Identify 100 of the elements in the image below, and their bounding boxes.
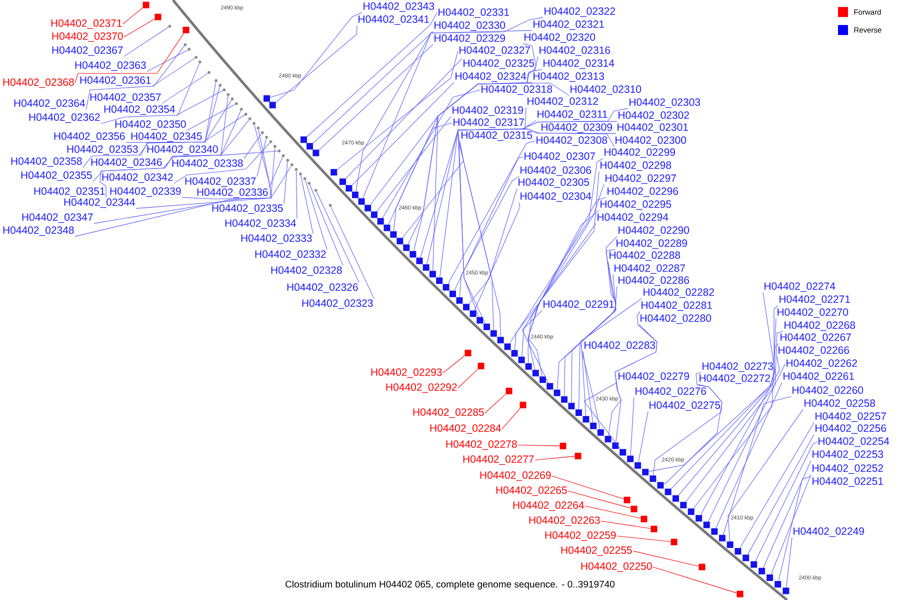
gene-label: H04402_02283 [584, 341, 656, 351]
leader-line [330, 206, 374, 299]
leader-line [376, 116, 452, 212]
gene-block [680, 502, 687, 508]
gene-label: H04402_02304 [520, 192, 592, 202]
gene-label: H04402_02357 [90, 93, 161, 103]
gene-block [630, 506, 638, 512]
gene-block [384, 224, 390, 232]
gene-label: H04402_02318 [482, 85, 552, 95]
gene-label: H04402_02306 [520, 166, 592, 176]
leader-line [522, 310, 548, 384]
gene-label: H04402_02325 [464, 59, 534, 69]
gene-block [154, 14, 162, 20]
leader-line [518, 444, 560, 446]
gene-block [370, 211, 378, 218]
gene-block [390, 231, 397, 238]
gene-block [358, 198, 365, 205]
gene-label: H04402_02270 [778, 308, 848, 318]
leader-line [708, 364, 786, 522]
gene-block [182, 26, 190, 34]
leader-line [582, 351, 594, 423]
leader-line [162, 120, 250, 169]
gene-label: H04402_02333 [241, 234, 312, 244]
leader-line [630, 397, 634, 456]
leader-line [474, 202, 520, 310]
leader-line [502, 408, 520, 430]
leader-line [176, 90, 223, 116]
gene-block [719, 534, 726, 542]
gene-label: H04402_02253 [812, 450, 884, 460]
gene-block [497, 336, 504, 344]
leader-line [664, 384, 722, 484]
gene-label: H04402_02260 [792, 386, 864, 396]
gene-block [506, 388, 512, 394]
gene-block [574, 452, 582, 460]
leader-line [442, 356, 465, 374]
gene-label: H04402_02362 [29, 113, 100, 123]
gene-block [352, 192, 358, 198]
gene-block [463, 304, 470, 310]
gene-label: H04402_02324 [456, 72, 526, 82]
gene-label: H04402_02300 [616, 136, 686, 146]
gene-label: H04402_02271 [780, 295, 850, 305]
leader-line [100, 110, 241, 198]
gene-block [470, 310, 476, 317]
gene-label: H04402_02361 [80, 76, 151, 86]
leader-line [420, 107, 526, 258]
leader-line [268, 156, 283, 188]
gene-label: H04402_02336 [197, 188, 268, 198]
gene-block [612, 442, 619, 449]
leader-line [310, 184, 344, 266]
gene-label: H04402_02273 [702, 362, 774, 372]
gene-block [650, 475, 656, 482]
gene-label: H04402_02355 [21, 171, 92, 181]
leader-line [312, 31, 434, 144]
gene-label: H04402_02353 [67, 145, 138, 155]
gene-block [560, 396, 568, 403]
gene-block [518, 356, 525, 364]
leader-line [770, 474, 812, 575]
leader-line [778, 476, 812, 582]
leader-line [528, 223, 596, 376]
gene-block [774, 581, 782, 588]
gene-label: H04402_02302 [618, 111, 689, 121]
leader-line [305, 180, 328, 250]
gene-block [590, 422, 597, 430]
gene-block [696, 515, 702, 522]
gene-label: H04402_02313 [534, 72, 604, 82]
leader-line [426, 120, 536, 264]
leader-line [388, 122, 452, 225]
leader-line [306, 12, 438, 137]
gene-block [490, 330, 497, 337]
gene-block [734, 548, 742, 555]
gene-label: H04402_02259 [545, 531, 616, 541]
gene-block [711, 528, 718, 535]
gene-label: H04402_02310 [570, 85, 642, 95]
leader-line [700, 356, 780, 516]
leader-line [74, 129, 272, 237]
gene-block [429, 270, 436, 278]
gene-label: H04402_02250 [581, 562, 652, 572]
gene-label: H04402_02348 [3, 226, 74, 236]
leader-line [694, 343, 780, 508]
gene-label: H04402_02274 [764, 282, 836, 292]
gene-block [377, 218, 384, 225]
gene-label: H04402_02254 [818, 437, 890, 447]
gene-block [442, 284, 450, 291]
gene-label: H04402_02331 [438, 8, 509, 18]
leader-line [638, 411, 648, 462]
leader-line [296, 170, 298, 219]
gene-label: H04402_02265 [496, 486, 567, 496]
leader-line [458, 369, 478, 388]
gene-label: H04402_02257 [816, 412, 886, 422]
leader-line [534, 456, 575, 460]
leader-line [244, 134, 262, 159]
gene-block [410, 251, 416, 258]
gene-block [464, 350, 472, 356]
gene-label: H04402_02363 [75, 61, 146, 71]
leader-line [755, 442, 818, 562]
gene-label: H04402_02354 [104, 105, 175, 115]
gene-block [642, 468, 649, 476]
gene-block [306, 143, 314, 150]
gene-label: H04402_02356 [54, 132, 125, 142]
leader-line [92, 96, 228, 182]
